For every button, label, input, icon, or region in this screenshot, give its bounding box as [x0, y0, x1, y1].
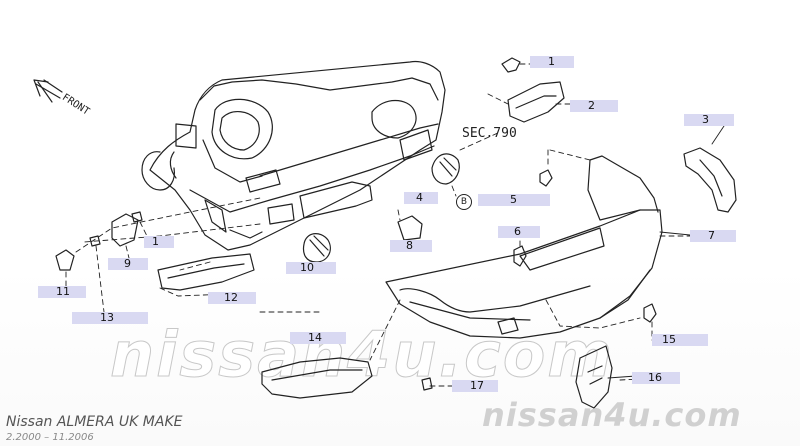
callout-17: [452, 380, 498, 392]
part-16-flap: [575, 345, 613, 409]
callout-16: [632, 372, 680, 384]
callout-7: [690, 230, 736, 242]
callout-number-1-lower: 1: [152, 235, 159, 248]
callout-number-9: 9: [124, 257, 131, 270]
callout-10: [286, 262, 336, 274]
part-9-bracket: [111, 213, 139, 247]
part-14-strip: [261, 357, 373, 399]
callout-1-top: [530, 56, 574, 68]
callout-6: [498, 226, 540, 238]
callout-5: [478, 194, 550, 206]
callout-number-1: 1: [548, 55, 555, 68]
callout-15: [652, 334, 708, 346]
callout-13: [72, 312, 148, 324]
callout-2: [570, 100, 618, 112]
part-12-strip: [157, 253, 255, 291]
callout-4: [404, 192, 438, 204]
callout-number-2: 2: [588, 99, 595, 112]
callout-number-11: 11: [56, 285, 70, 298]
callout-3: [684, 114, 734, 126]
callout-number-5: 5: [510, 193, 517, 206]
part-8-clip: [397, 215, 423, 241]
callout-14: [290, 332, 346, 344]
section-reference: SEC.790: [462, 126, 517, 141]
callout-number-13: 13: [100, 311, 114, 324]
part-11-clip: [55, 249, 75, 271]
callout-8: [390, 240, 432, 252]
callout-11: [38, 286, 86, 298]
callout-9: [108, 258, 148, 270]
callout-number-6: 6: [514, 225, 521, 238]
callout-number-7: 7: [708, 229, 715, 242]
part-2-bracket: [507, 81, 565, 123]
watermark-center: nissan4u.com: [110, 318, 614, 392]
callout-number-17: 17: [470, 379, 484, 392]
callout-1-lower: [144, 236, 174, 248]
callout-number-4: 4: [416, 191, 423, 204]
watermark-corner: nissan4u.com: [482, 396, 742, 434]
rear-body-panel: [141, 60, 446, 251]
part-13-screw: [89, 235, 101, 247]
callout-number-10: 10: [300, 261, 314, 274]
circle-b-marker: B: [456, 194, 472, 210]
callout-number-16: 16: [648, 371, 662, 384]
callout-number-12: 12: [224, 291, 238, 304]
part-10-rubber: [302, 233, 331, 263]
part-7-bumper-cover: [385, 155, 663, 339]
callout-number-14: 14: [308, 331, 322, 344]
part-1-clip: [501, 57, 521, 73]
leader-lines: [65, 63, 701, 387]
part-4-rubber: [431, 153, 460, 185]
front-arrow-icon: [33, 79, 63, 103]
callout-number-3: 3: [702, 113, 709, 126]
callout-number-8: 8: [406, 239, 413, 252]
part-3-retainer: [683, 147, 737, 213]
caption-dates: 2.2000 – 11.2006: [6, 432, 94, 443]
callout-number-15: 15: [662, 333, 676, 346]
caption-model: Nissan ALMERA UK MAKE: [6, 414, 183, 430]
callout-12: [208, 292, 256, 304]
